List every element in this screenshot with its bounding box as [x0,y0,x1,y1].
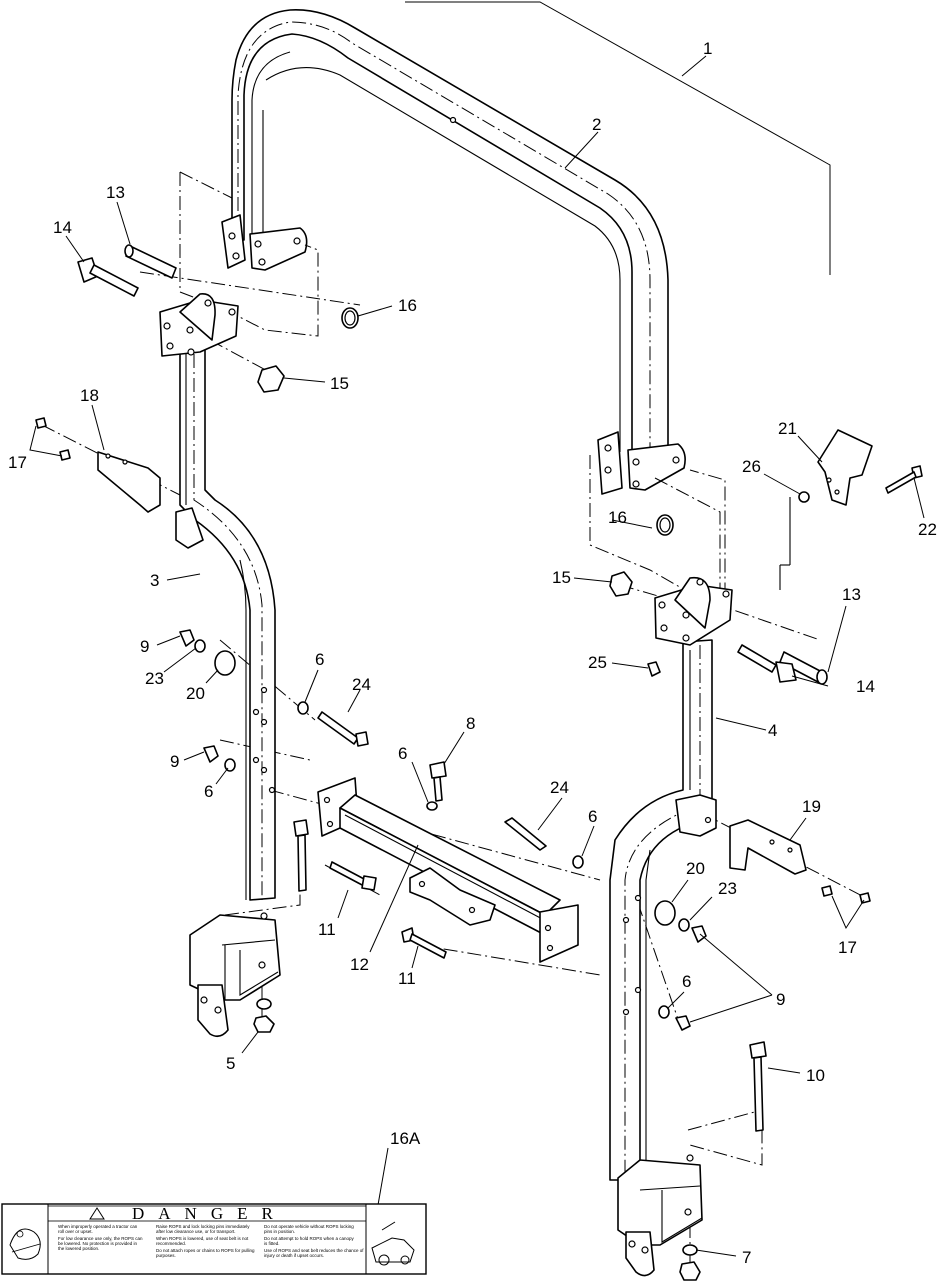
callout-22: 22 [918,520,937,539]
leader-lines [29,55,925,1257]
left-lower-post [159,293,281,1038]
callout-26: 26 [742,457,761,476]
callout-16A: 16A [390,1129,421,1148]
callout-14: 14 [53,218,72,237]
decal-column-3: Do not operate vehicle without ROPS lock… [264,1224,364,1258]
svg-text:the lowered position.: the lowered position. [58,1246,99,1251]
callout-15: 15 [330,374,349,393]
callout-24: 24 [550,778,569,797]
callout-10: 10 [806,1066,825,1085]
svg-text:Do not attempt to hold ROPS wh: Do not attempt to hold ROPS when a canop… [264,1236,355,1241]
decal-column-1: When improperly operated a tractor can r… [58,1224,143,1251]
svg-text:Do not operate vehicle without: Do not operate vehicle without ROPS lock… [264,1224,354,1229]
callout-9: 9 [776,990,785,1009]
callout-4: 4 [768,721,777,740]
callout-17: 17 [838,938,857,957]
callout-9: 9 [170,752,179,771]
callout-19: 19 [802,797,821,816]
callout-5: 5 [226,1054,235,1073]
callout-9: 9 [140,637,149,656]
callout-6: 6 [204,782,213,801]
upper-hoop [221,9,686,495]
callout-6: 6 [682,972,691,991]
callout-15: 15 [552,568,571,587]
svg-text:purposes.: purposes. [156,1253,176,1258]
callout-1: 1 [703,39,712,58]
warning-triangle-icon [89,1207,105,1220]
svg-text:Raise ROPS and lock locking pi: Raise ROPS and lock locking pins immedia… [156,1224,250,1229]
svg-text:is fitted.: is fitted. [264,1241,280,1246]
decal-header: DANGER [132,1204,287,1223]
right-lower-post [609,576,733,1277]
svg-text:For low clearance use only, th: For low clearance use only, the ROPS can [58,1236,143,1241]
callout-7: 7 [742,1248,751,1267]
callout-6: 6 [588,807,597,826]
callouts: 1 2 13 14 16 15 18 17 3 9 23 20 6 24 9 6… [8,39,937,1267]
callout-13: 13 [106,183,125,202]
svg-text:When improperly operated a tra: When improperly operated a tractor can [58,1224,138,1229]
tractor-pictogram-icon [371,1221,415,1266]
callout-20: 20 [686,859,705,878]
callout-11: 11 [398,969,416,988]
callout-25: 25 [588,653,607,672]
callout-24: 24 [352,675,371,694]
callout-8: 8 [466,714,475,733]
decal-column-2: Raise ROPS and lock locking pins immedia… [156,1224,255,1258]
callout-11: 11 [318,920,336,939]
svg-text:When ROPS is lowered, use of s: When ROPS is lowered, use of seat belt i… [156,1236,249,1241]
rollover-pictogram-icon [9,1228,41,1260]
callout-23: 23 [145,669,164,688]
callout-21: 21 [778,419,797,438]
svg-text:Use of ROPS and seat belt redu: Use of ROPS and seat belt reduces the ch… [264,1248,364,1253]
svg-text:Do not attach ropes or chains: Do not attach ropes or chains to ROPS fo… [156,1248,255,1253]
cross-member [317,777,579,963]
callout-12: 12 [350,955,369,974]
svg-text:roll over or upset.: roll over or upset. [58,1229,93,1234]
callout-16: 16 [608,508,627,527]
callout-17: 17 [8,453,27,472]
svg-text:be lowered. No protection is p: be lowered. No protection is provided in [58,1241,138,1246]
hardware [35,244,923,1281]
callout-13: 13 [842,585,861,604]
assembly-bracket-line [405,1,831,275]
callout-2: 2 [592,115,601,134]
callout-6: 6 [398,744,407,763]
svg-text:pins in position.: pins in position. [264,1229,295,1234]
svg-text:after low clearance use, or fo: after low clearance use, or for transpor… [156,1229,236,1234]
callout-18: 18 [80,386,99,405]
callout-6: 6 [315,650,324,669]
danger-decal: DANGER When improperly operated a tracto… [1,1203,427,1275]
callout-14: 14 [856,677,875,696]
callout-23: 23 [718,879,737,898]
callout-20: 20 [186,684,205,703]
svg-text:injury or death if upset occur: injury or death if upset occurs. [264,1253,324,1258]
callout-3: 3 [150,571,159,590]
callout-16: 16 [398,296,417,315]
svg-text:recommended.: recommended. [156,1241,186,1246]
